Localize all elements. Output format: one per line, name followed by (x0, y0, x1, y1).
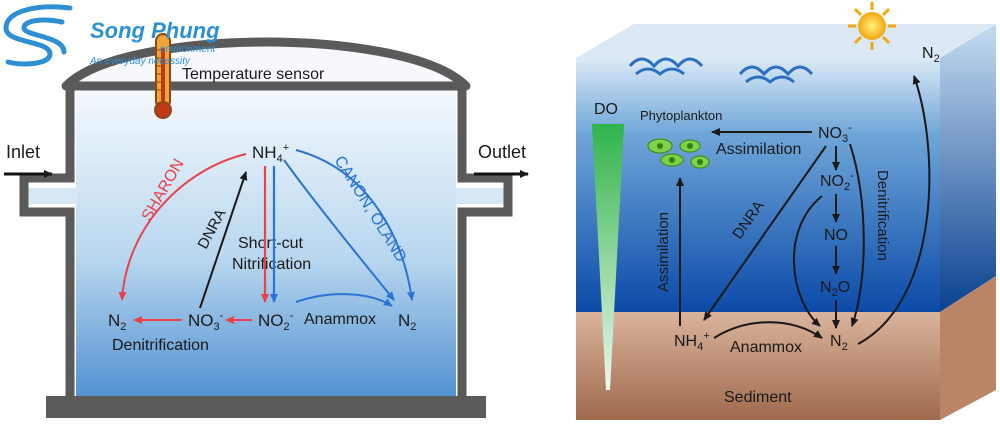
logo-tagline-1: environment (160, 44, 215, 55)
inlet-pipe-water (28, 188, 78, 204)
do-label: DO (594, 101, 618, 118)
logo-icon (3, 4, 73, 67)
anammox-arrow (295, 293, 393, 307)
nitrification-label: Nitrification (232, 256, 311, 273)
inlet-label: Inlet (6, 142, 40, 162)
sharon-arrow (118, 153, 247, 301)
aquatic-n2o: N2O (820, 279, 850, 299)
inner-blue-arrow (283, 159, 395, 301)
aquatic-denitrification-label: Denitrification (874, 170, 891, 261)
sun-icon (848, 2, 896, 50)
no2-to-n2-arrow (792, 195, 823, 327)
phytoplankton-label: Phytoplankton (640, 108, 722, 123)
n2-release-arrow (857, 75, 931, 345)
wave-icon (628, 57, 814, 84)
reactor-panel: Temperature sensor Inlet Outlet NH4+ N2 … (4, 33, 529, 418)
reactor-anammox-label: Anammox (304, 311, 376, 328)
canon-oland-arrow (295, 149, 415, 301)
aquatic-anammox-arrow (713, 321, 823, 339)
logo-tagline-2: An everyday necessity (89, 56, 191, 67)
assimilation-vertical-label: Assimilation (655, 212, 672, 292)
dnra-arrow (199, 171, 248, 309)
reactor-left-wall (19, 86, 75, 402)
reactor-denitrification-label: Denitrification (112, 337, 209, 354)
sediment-label: Sediment (724, 389, 792, 406)
thermometer-icon (154, 33, 172, 119)
aquatic-anammox-label: Anammox (730, 339, 802, 356)
water-front (576, 58, 940, 312)
sediment-side (940, 276, 996, 420)
aquatic-dnra-arrow (703, 145, 827, 321)
outlet-label: Outlet (478, 142, 526, 162)
logo-brand: Song Phung (90, 18, 220, 43)
aquatic-no: NO (824, 227, 848, 244)
do-gradient (592, 124, 624, 390)
aquatic-panel: DO Phytoplankton Assimilation NO3- NO2- … (576, 2, 996, 420)
reactor-right-wall (457, 86, 513, 402)
phytoplankton-icon (647, 138, 710, 169)
shortcut-label: Short-cut (238, 235, 303, 252)
outlet-pipe-water (456, 188, 504, 204)
temperature-sensor-label: Temperature sensor (182, 66, 325, 83)
water-surface (576, 24, 996, 58)
water-side (940, 24, 996, 312)
assimilation-top-label: Assimilation (716, 141, 801, 158)
denitrification-arrow-right (849, 143, 865, 327)
logo: Song Phung environment An everyday neces… (3, 4, 220, 67)
